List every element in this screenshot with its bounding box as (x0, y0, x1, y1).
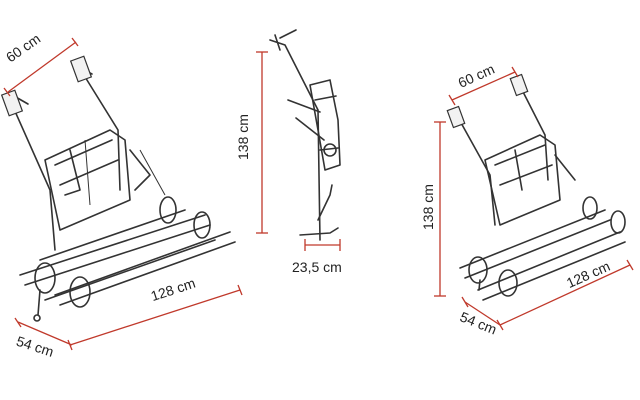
dimension-label: 60 cm (456, 61, 497, 91)
dimension-138cm-2: 138 cm (235, 51, 268, 234)
dimension-label: 54 cm (14, 333, 55, 360)
rack-drawing-3 (446, 73, 626, 301)
dimension-label: 54 cm (458, 308, 499, 337)
dimension-23-5cm-2: 23,5 cm (292, 239, 342, 275)
dimension-label: 128 cm (564, 258, 612, 291)
rack-drawing-2 (269, 29, 341, 241)
dimension-128cm-1: 128 cm (67, 275, 243, 351)
dimension-label: 138 cm (420, 184, 436, 230)
side-view: 138 cm 23,5 cm (235, 29, 342, 275)
dimension-label: 138 cm (235, 114, 251, 160)
dimension-label: 128 cm (149, 275, 198, 304)
dimension-138cm-3: 138 cm (420, 121, 446, 297)
dimension-60cm-3: 60 cm (448, 61, 519, 106)
rack-drawing-1 (0, 55, 236, 322)
dimension-label: 60 cm (3, 30, 43, 65)
dimension-54cm-1: 54 cm (14, 317, 73, 360)
dimension-label: 23,5 cm (292, 259, 342, 275)
folded-perspective-view: 60 cm 138 cm 128 cm 54 cm (420, 61, 634, 338)
perspective-view: 60 cm 128 cm 54 cm (0, 30, 243, 360)
dimension-128cm-3: 128 cm (496, 258, 634, 331)
dimension-54cm-3: 54 cm (458, 296, 501, 338)
dimension-60cm-1: 60 cm (3, 30, 79, 97)
